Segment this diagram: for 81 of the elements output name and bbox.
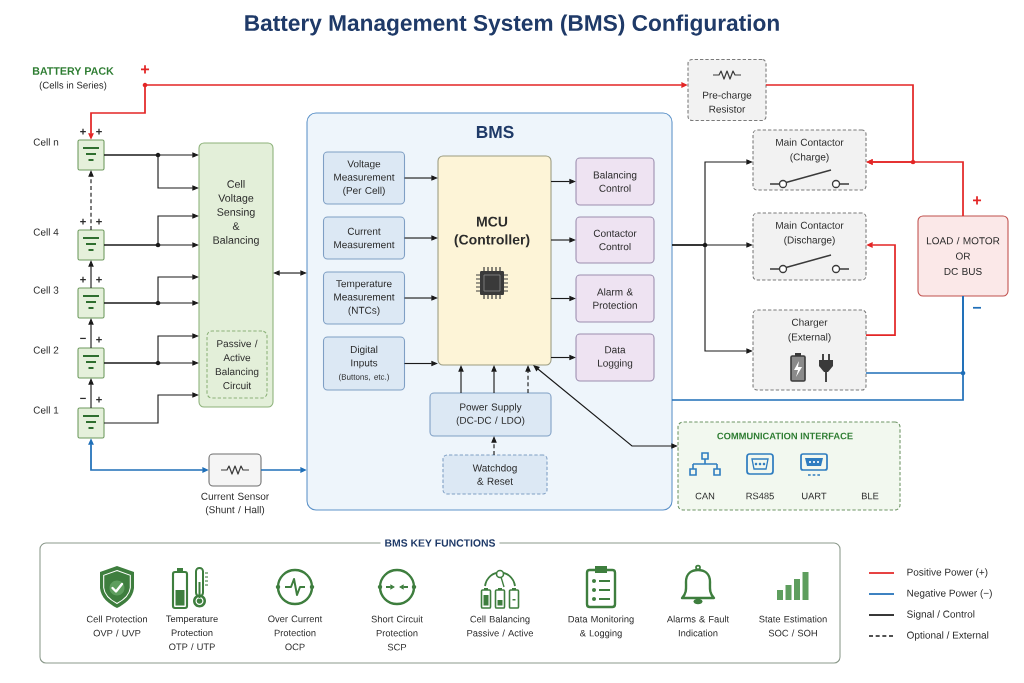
polarity-sign: − — [80, 337, 86, 340]
function-caption: Over Current Protection OCP — [268, 615, 323, 651]
charger-box: Charger (External) — [752, 309, 867, 391]
arrow — [403, 295, 438, 301]
protocol-label: UART — [802, 492, 827, 500]
load-box: LOAD / MOTOR OR DC BUS — [917, 215, 1009, 297]
resistor-box: Pre-charge Resistor — [687, 58, 767, 122]
input-box: Digital Inputs (Buttons, etc.) — [322, 336, 406, 391]
cell-label: Cell 3 — [33, 286, 59, 294]
cell-label: Cell 1 — [33, 406, 59, 414]
arrow — [403, 175, 438, 181]
legend-label: Positive Power (+) — [907, 568, 988, 578]
arrow — [533, 365, 678, 449]
arrow — [458, 365, 464, 394]
balancing-box: Passive / Active Balancing Circuit — [206, 330, 268, 399]
arrow — [865, 242, 896, 336]
arrow — [103, 392, 199, 424]
title: Battery Management System (BMS) Configuration — [245, 14, 779, 36]
arrow — [550, 295, 576, 302]
output-box: Balancing Control — [575, 157, 655, 206]
arrow — [671, 244, 753, 354]
polarity-sign: + — [80, 128, 86, 135]
arrow — [88, 170, 94, 231]
function-caption: Temperature Protection OTP / UTP — [166, 615, 218, 651]
function-caption: Data Monitoring & Logging — [568, 615, 634, 639]
pack-subtitle: (Cells in Series) — [39, 81, 107, 91]
polarity-sign: + — [973, 196, 982, 205]
contactor-box: Main Contactor (Discharge) — [752, 212, 867, 281]
protocol-label: RS485 — [746, 492, 774, 500]
polarity-sign: + — [141, 65, 150, 74]
arrow — [103, 360, 199, 366]
function-caption: Cell Protection OVP / UVP — [86, 615, 147, 637]
function-caption: State Estimation SOC / SOH — [759, 615, 827, 637]
protocol-label: CAN — [695, 492, 715, 500]
legend-label: Optional / External — [907, 631, 989, 641]
polarity-sign: + — [96, 336, 102, 343]
polarity-sign: + — [96, 396, 102, 403]
polarity-sign: + — [96, 218, 102, 225]
watchdog-box: Watchdog & Reset — [442, 454, 548, 495]
input-box: Temperature Measurement (NTCs) — [322, 271, 406, 325]
protocol-label: BLE — [861, 492, 879, 500]
pack-title: BATTERY PACK — [32, 67, 114, 75]
arrow — [88, 260, 94, 289]
cell-label: Cell n — [33, 138, 59, 146]
contactor-box: Main Contactor (Charge) — [752, 129, 867, 191]
arrow — [491, 365, 497, 394]
output-box: Contactor Control — [575, 216, 655, 264]
polarity-sign: − — [973, 306, 981, 309]
function-caption: Cell Balancing Passive / Active — [467, 615, 534, 637]
arrow — [88, 318, 94, 349]
power-supply-box: Power Supply (DC-DC / LDO) — [429, 392, 552, 437]
function-caption: Alarms & Fault Indication — [666, 615, 730, 637]
output-box: Alarm & Protection — [575, 274, 655, 323]
cell-label: Cell 2 — [33, 346, 59, 354]
input-box: Voltage Measurement (Per Cell) — [322, 151, 406, 205]
arrow — [88, 378, 94, 409]
arrow — [403, 235, 438, 241]
polarity-sign: + — [96, 276, 102, 283]
polarity-sign: + — [80, 276, 86, 283]
output-box: Data Logging — [575, 333, 655, 382]
mcu-box: MCU (Controller) — [437, 155, 552, 366]
legend-label: Signal / Control — [907, 610, 975, 620]
connector-line — [671, 295, 964, 401]
arrow — [550, 237, 576, 243]
input-box: Current Measurement — [322, 216, 406, 260]
polarity-sign: + — [80, 218, 86, 225]
arrow — [550, 354, 576, 361]
function-caption: Short Circuit Protection SCP — [371, 615, 423, 651]
arrow — [273, 270, 307, 276]
arrow — [550, 178, 576, 185]
polarity-sign: − — [80, 397, 86, 400]
arrow — [103, 242, 199, 248]
arrow — [103, 300, 199, 306]
arrow — [103, 154, 199, 191]
sensor-caption: Current Sensor (Shunt / Hall) — [201, 492, 269, 516]
legend-label: Negative Power (−) — [907, 589, 992, 599]
arrow — [491, 436, 497, 456]
arrow — [403, 360, 438, 367]
cell-label: Cell 4 — [33, 228, 59, 236]
arrow — [525, 365, 531, 394]
polarity-sign: + — [96, 128, 102, 135]
